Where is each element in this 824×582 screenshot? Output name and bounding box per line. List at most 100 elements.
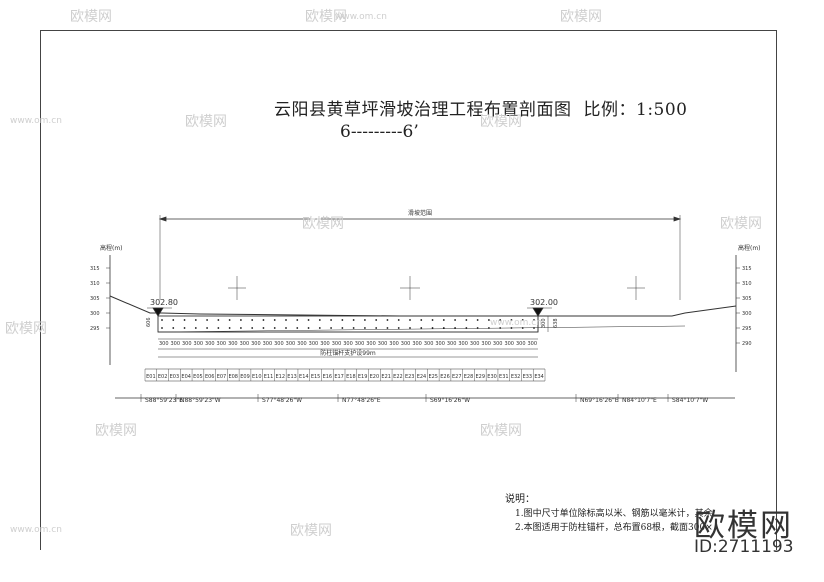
anchor-dot: [476, 319, 479, 321]
bearing-label: N84°10'7"E: [622, 397, 657, 404]
pile-label: E26: [440, 374, 450, 380]
pile-label: E33: [523, 374, 533, 380]
spacing-label: 300: [527, 341, 537, 347]
anchor-dot: [465, 327, 468, 329]
pile-label: E13: [287, 374, 297, 380]
spacing-label: 300: [412, 341, 422, 347]
pile-label: E27: [452, 374, 462, 380]
anchor-dot: [161, 327, 163, 329]
anchor-dot: [431, 319, 434, 321]
pile-label: E31: [499, 374, 509, 380]
spacing-label: 300: [378, 341, 388, 347]
bearing-label: N69°16'26"E: [580, 397, 619, 404]
scale-text: 比例：1:500: [583, 100, 688, 120]
anchor-dot: [183, 327, 186, 329]
anchor-dot: [161, 319, 163, 321]
anchor-dot: [194, 319, 197, 321]
pile-label: E09: [240, 374, 250, 380]
anchor-dot: [206, 319, 208, 321]
spacing-label: 300: [274, 341, 284, 347]
anchor-dot: [521, 327, 524, 329]
anchor-dot: [307, 327, 310, 329]
anchor-dot: [217, 319, 220, 321]
bearing-label: N88°59'23"W: [180, 397, 221, 404]
anchor-dot: [341, 327, 344, 329]
pile-label: E20: [370, 374, 380, 380]
anchor-dot: [240, 327, 242, 329]
pile-label: E04: [181, 374, 191, 380]
anchor-dot: [318, 327, 321, 329]
pile-label: E30: [487, 374, 497, 380]
spacing-label: 300: [286, 341, 296, 347]
brand-logo: 欧模网: [694, 508, 793, 544]
anchor-dot: [510, 319, 513, 321]
anchor-dot: [409, 319, 411, 321]
anchor-dot: [296, 319, 299, 321]
spacing-label: 300: [458, 341, 468, 347]
pile-label: E25: [428, 374, 438, 380]
anchor-dot: [510, 327, 513, 329]
left-elevation-label: 高程(m): [100, 244, 123, 252]
anchor-dot: [397, 327, 400, 329]
right-point-elevation: 302.00: [530, 298, 558, 307]
spacing-label: 300: [182, 341, 192, 347]
anchor-dot: [454, 319, 456, 321]
spacing-label: 300: [447, 341, 457, 347]
spacing-label: 300: [251, 341, 261, 347]
bedrock-line: [157, 325, 686, 333]
anchor-dot: [285, 327, 287, 329]
title-text: 云阳县黄草坪滑坡治理工程布置剖面图: [274, 100, 572, 120]
left-tick-label: 295: [90, 326, 100, 332]
spacing-label: 300: [343, 341, 353, 347]
pile-label: E15: [311, 374, 321, 380]
left-tick-label: 300: [90, 311, 100, 317]
anchor-dot: [465, 319, 468, 321]
anchor-dot: [307, 319, 310, 321]
pile-label: E06: [205, 374, 215, 380]
anchor-dot: [273, 319, 276, 321]
spacing-label: 300: [309, 341, 319, 347]
spacing-label: 300: [470, 341, 480, 347]
pile-label: E23: [405, 374, 415, 380]
right-elevation-marker: [532, 307, 544, 317]
right-tick-label: 295: [742, 326, 752, 332]
spacing-label: 300: [297, 341, 307, 347]
anchor-dot: [228, 319, 231, 321]
anchor-dot: [296, 327, 299, 329]
pile-label: E01: [146, 374, 156, 380]
anchor-dot: [330, 327, 332, 329]
anchor-dot: [409, 327, 411, 329]
pile-label: E02: [158, 374, 168, 380]
pile-label: E08: [228, 374, 238, 380]
range-arrow-left: [158, 216, 167, 222]
anchor-dot: [364, 319, 366, 321]
anchor-dot: [251, 327, 254, 329]
anchor-dot: [251, 319, 254, 321]
notes-heading: 说明：: [505, 494, 535, 505]
spacing-label: 300: [320, 341, 330, 347]
anchor-dot: [352, 327, 355, 329]
bearing-label: S69°16'26"W: [430, 397, 470, 404]
pile-label: E29: [476, 374, 486, 380]
pile-label: E10: [252, 374, 262, 380]
pile-label: E32: [511, 374, 521, 380]
anchor-dot: [341, 319, 344, 321]
pile-label: E16: [323, 374, 333, 380]
anchor-dot: [488, 327, 490, 329]
bearing-label: S84°10'7"W: [672, 397, 708, 404]
left-tick-label: 305: [90, 296, 100, 302]
notes-block: 说明： 1.图中尺寸单位除标高以米、钢筋以毫米计，其余 2.本图适用于防柱锚杆，…: [505, 493, 713, 535]
anchor-dot: [217, 327, 220, 329]
left-point-elevation: 302.80: [150, 298, 178, 307]
anchor-dot: [330, 319, 332, 321]
pile-label: E22: [393, 374, 403, 380]
anchor-dot: [386, 319, 389, 321]
spacing-label: 300: [516, 341, 526, 347]
anchor-dot: [172, 319, 175, 321]
anchor-dot: [431, 327, 434, 329]
pile-label: E24: [417, 374, 427, 380]
right-dimension-2: 638: [553, 318, 559, 328]
left-elevation-marker: [152, 307, 164, 317]
spacing-label: 300: [435, 341, 445, 347]
